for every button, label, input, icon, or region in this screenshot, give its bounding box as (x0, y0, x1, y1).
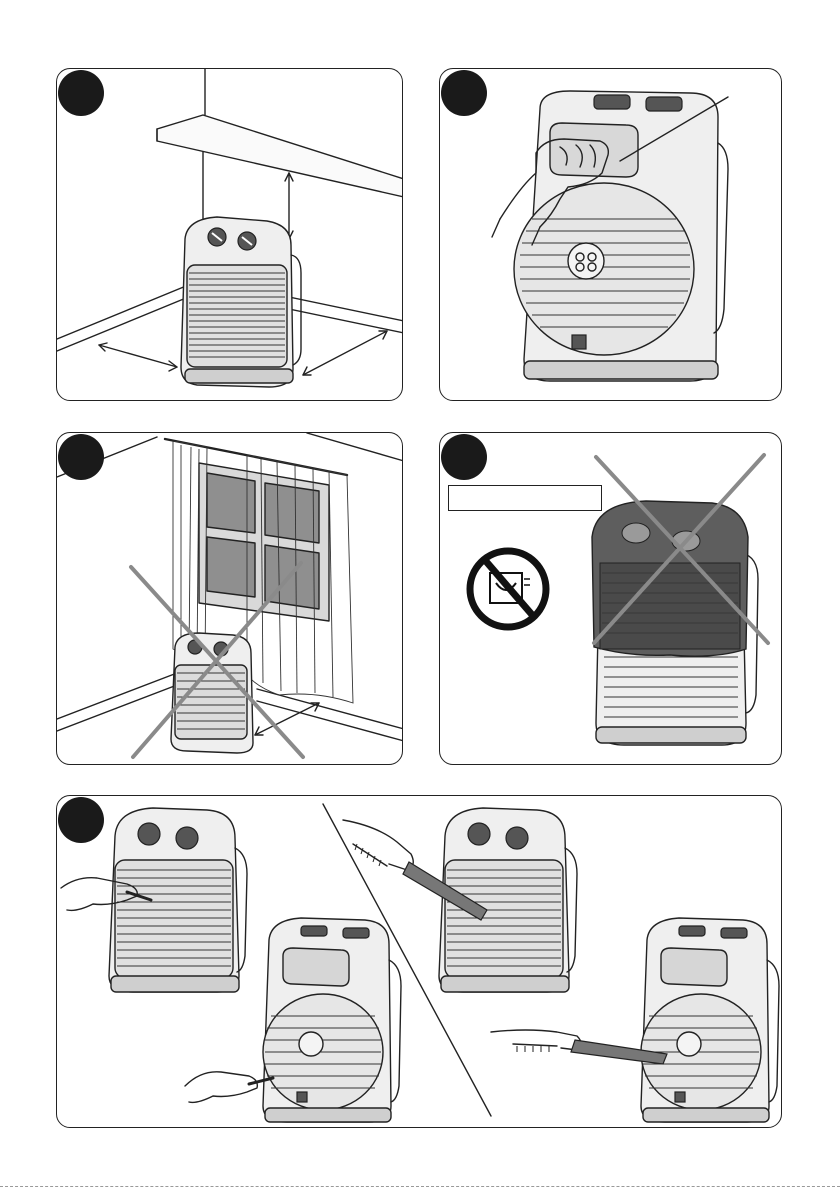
heater-back-right (641, 918, 779, 1122)
step-3-illustration (57, 433, 403, 765)
step-4-panel (439, 432, 782, 765)
step-5-illustration (57, 796, 782, 1128)
step-2-panel (439, 68, 782, 401)
heater-back-left (263, 918, 401, 1122)
step-1-badge (58, 70, 104, 116)
step-4-badge (441, 434, 487, 480)
warning-label-box (448, 485, 602, 511)
heater-drawing (171, 633, 253, 753)
heater-front-left (109, 808, 247, 992)
hand-with-cloth-lower (185, 1072, 273, 1103)
step-1-panel (56, 68, 403, 401)
heater-drawing (181, 217, 301, 387)
step-2-badge (441, 70, 487, 116)
do-not-cover-sign-icon (470, 551, 546, 627)
step-2-illustration (440, 69, 782, 401)
window-drawing (199, 463, 329, 621)
heater-back-drawing (514, 91, 728, 381)
step-1-illustration (57, 69, 403, 401)
step-4-illustration (440, 433, 782, 765)
page-bottom-dashed-line (0, 1186, 840, 1187)
step-5-panel (56, 795, 782, 1128)
covered-heater-drawing (592, 501, 758, 745)
step-3-badge (58, 434, 104, 480)
step-5-badge (58, 797, 104, 843)
step-3-panel (56, 432, 403, 765)
